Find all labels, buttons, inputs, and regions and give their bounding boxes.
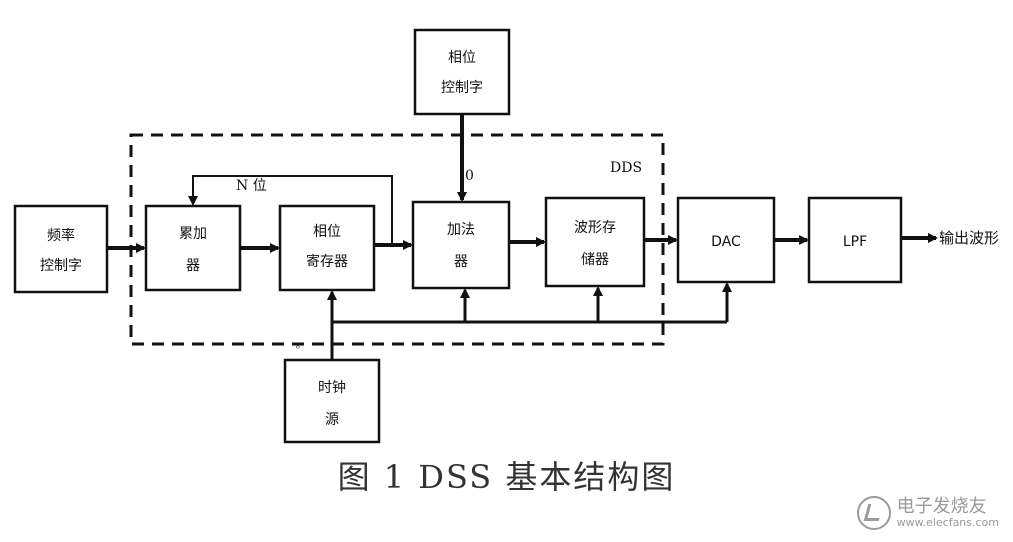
- zero-label: 0: [465, 168, 474, 184]
- box-label: 加法: [447, 222, 475, 238]
- box-label: LPF: [843, 234, 867, 250]
- n-bit-label: N 位: [236, 178, 267, 194]
- output-waveform-label: 输出波形: [939, 229, 999, 247]
- dds-boundary: [129, 133, 665, 346]
- box-label: 相位: [448, 50, 476, 66]
- box-label: 相位: [313, 224, 341, 240]
- dac-box: DAC: [676, 196, 776, 284]
- signal-path: [107, 114, 938, 253]
- phase-register-box: 相位 寄存器: [278, 204, 376, 292]
- box-label: 波形存: [574, 220, 616, 236]
- box-label: 时钟: [318, 379, 346, 396]
- clock-mark-label: ᵟ: [296, 344, 300, 355]
- clock-source-box: 时钟 源: [283, 358, 381, 444]
- box-label: 源: [325, 412, 339, 428]
- box-label: 控制字: [40, 258, 82, 274]
- box-label: 控制字: [441, 80, 483, 96]
- watermark-url: www.elecfans.com: [896, 515, 999, 529]
- lpf-box: LPF: [807, 196, 903, 284]
- box-label: 器: [454, 254, 468, 270]
- elecfans-logo-icon: [856, 496, 891, 530]
- box-label: 储器: [581, 252, 609, 268]
- figure-caption: 图 1 DSS 基本结构图: [337, 458, 676, 496]
- adder-box: 加法 器: [411, 200, 511, 290]
- site-watermark: 电子发烧友 www.elecfans.com: [856, 495, 999, 530]
- dds-label: DDS: [610, 160, 642, 176]
- box-label: 累加: [179, 226, 207, 242]
- waveform-memory-box: 波形存 储器: [544, 196, 646, 288]
- box-label: DAC: [711, 234, 741, 250]
- clock-distribution: [327, 282, 732, 360]
- watermark-brand: 电子发烧友: [896, 495, 987, 517]
- arrow-feedback-to-accumulator: [188, 175, 393, 245]
- phase-control-word-box: 相位 控制字: [413, 28, 511, 116]
- feedback-loop: [188, 175, 393, 245]
- box-label: 寄存器: [306, 253, 348, 270]
- dds-diagram-canvas: 频率 控制字 累加 器 相位 寄存器 加法 器 波形存 储器 DAC: [13, 28, 999, 444]
- freq-control-word-box: 频率 控制字: [13, 204, 109, 294]
- box-label: 器: [186, 258, 200, 274]
- box-label: 频率: [47, 227, 75, 244]
- accumulator-box: 累加 器: [144, 204, 242, 292]
